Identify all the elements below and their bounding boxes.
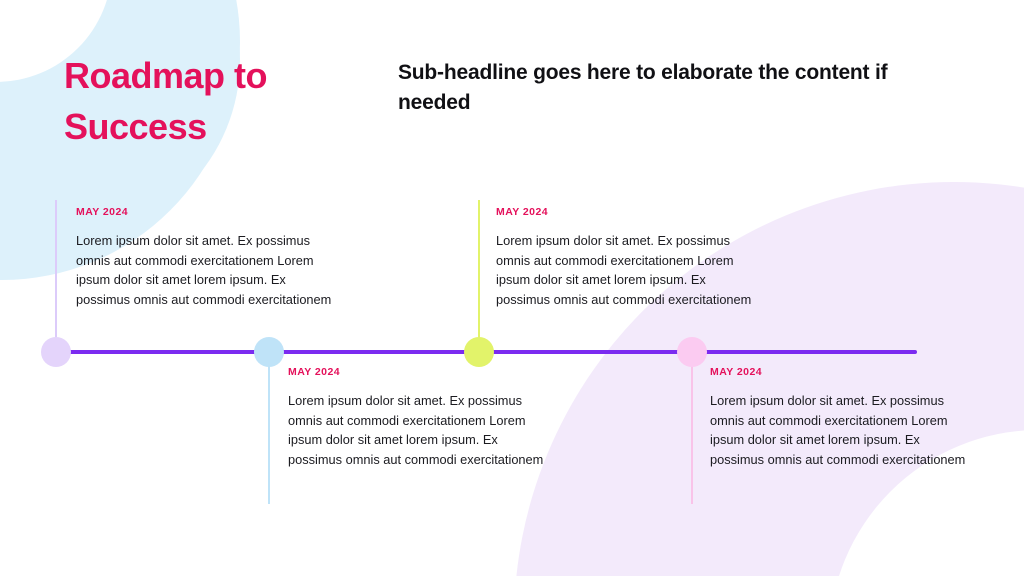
milestone-body-1: Lorem ipsum dolor sit amet. Ex possimus …: [76, 233, 332, 307]
page-title: Roadmap to Success: [64, 55, 268, 147]
milestone-body-4: Lorem ipsum dolor sit amet. Ex possimus …: [710, 393, 966, 467]
timeline-dot-3[interactable]: [464, 337, 494, 367]
milestone-card-1: MAY 2024 Lorem ipsum dolor sit amet. Ex …: [76, 206, 338, 309]
timeline-stem-2: [268, 352, 270, 504]
milestone-date-1: MAY 2024: [76, 206, 129, 218]
sub-headline: Sub-headline goes here to elaborate the …: [398, 61, 888, 114]
timeline-stem-4: [691, 352, 693, 504]
milestone-body-2: Lorem ipsum dolor sit amet. Ex possimus …: [288, 393, 544, 467]
milestone-date-3: MAY 2024: [496, 206, 549, 218]
milestone-card-2: MAY 2024 Lorem ipsum dolor sit amet. Ex …: [288, 366, 550, 469]
timeline-dot-2[interactable]: [254, 337, 284, 367]
timeline-stem-1: [55, 200, 57, 352]
milestone-date-4: MAY 2024: [710, 366, 763, 378]
timeline-dot-4[interactable]: [677, 337, 707, 367]
timeline-stem-3: [478, 200, 480, 352]
milestone-card-4: MAY 2024 Lorem ipsum dolor sit amet. Ex …: [710, 366, 972, 469]
milestone-body-3: Lorem ipsum dolor sit amet. Ex possimus …: [496, 233, 752, 307]
milestone-date-2: MAY 2024: [288, 366, 341, 378]
timeline-dot-1[interactable]: [41, 337, 71, 367]
milestone-card-3: MAY 2024 Lorem ipsum dolor sit amet. Ex …: [496, 206, 758, 309]
